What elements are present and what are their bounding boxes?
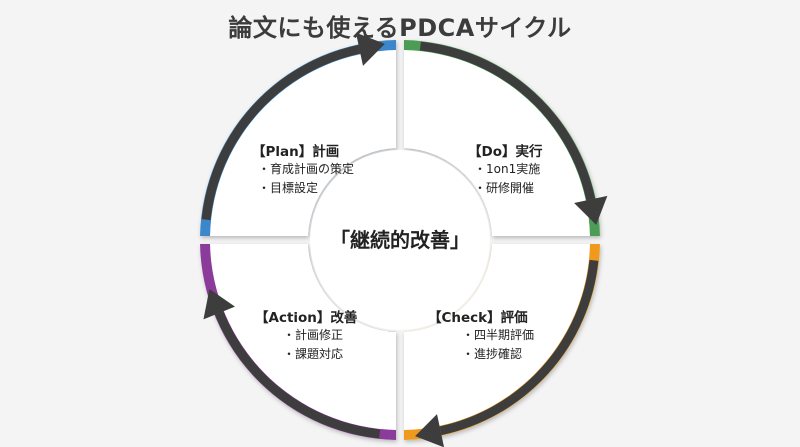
plan-title: 【Plan】計画 xyxy=(252,144,340,160)
do-item-2: ・研修開催 xyxy=(474,181,535,195)
do-title: 【Do】実行 xyxy=(468,144,543,160)
do-item-1: ・1on1実施 xyxy=(474,162,541,176)
do-text-block: 【Do】実行 ・1on1実施 ・研修開催 xyxy=(468,140,542,198)
plan-item-1: ・育成計画の策定 xyxy=(258,162,355,176)
page-title: 論文にも使えるPDCAサイクル xyxy=(228,14,572,42)
plan-text-block: 【Plan】計画 ・育成計画の策定 ・目標設定 xyxy=(252,140,354,198)
check-quadrant-panel xyxy=(404,244,590,430)
check-item-1: ・四半期評価 xyxy=(462,328,535,342)
action-text-block: 【Action】改善 ・計画修正 ・課題対応 xyxy=(255,306,357,364)
center-label: 「継続的改善」 xyxy=(330,228,470,252)
plan-quadrant-panel xyxy=(210,50,396,236)
check-title: 【Check】評価 xyxy=(428,310,528,326)
check-item-2: ・進捗確認 xyxy=(462,347,523,361)
action-to-plan-arrow-head xyxy=(203,288,235,320)
action-item-1: ・計画修正 xyxy=(283,328,344,342)
center-circle xyxy=(310,150,490,330)
check-to-action-arrow-head xyxy=(415,414,444,447)
action-to-plan-arrow-shaft xyxy=(215,311,381,439)
plan-to-do-arrow-shaft xyxy=(201,44,361,221)
check-text-block: 【Check】評価 ・四半期評価 ・進捗確認 xyxy=(428,306,534,364)
action-title: 【Action】改善 xyxy=(255,310,358,326)
do-to-check-arrow-shaft xyxy=(419,41,596,201)
check-to-action-arrow-shaft xyxy=(439,259,599,436)
do-quadrant-panel xyxy=(404,50,590,236)
plan-item-2: ・目標設定 xyxy=(258,181,319,195)
do-to-check-arrow-head xyxy=(574,195,608,225)
action-item-2: ・課題対応 xyxy=(283,347,344,361)
plan-to-do-arrow-head xyxy=(355,32,385,66)
action-quadrant-panel xyxy=(210,244,396,430)
